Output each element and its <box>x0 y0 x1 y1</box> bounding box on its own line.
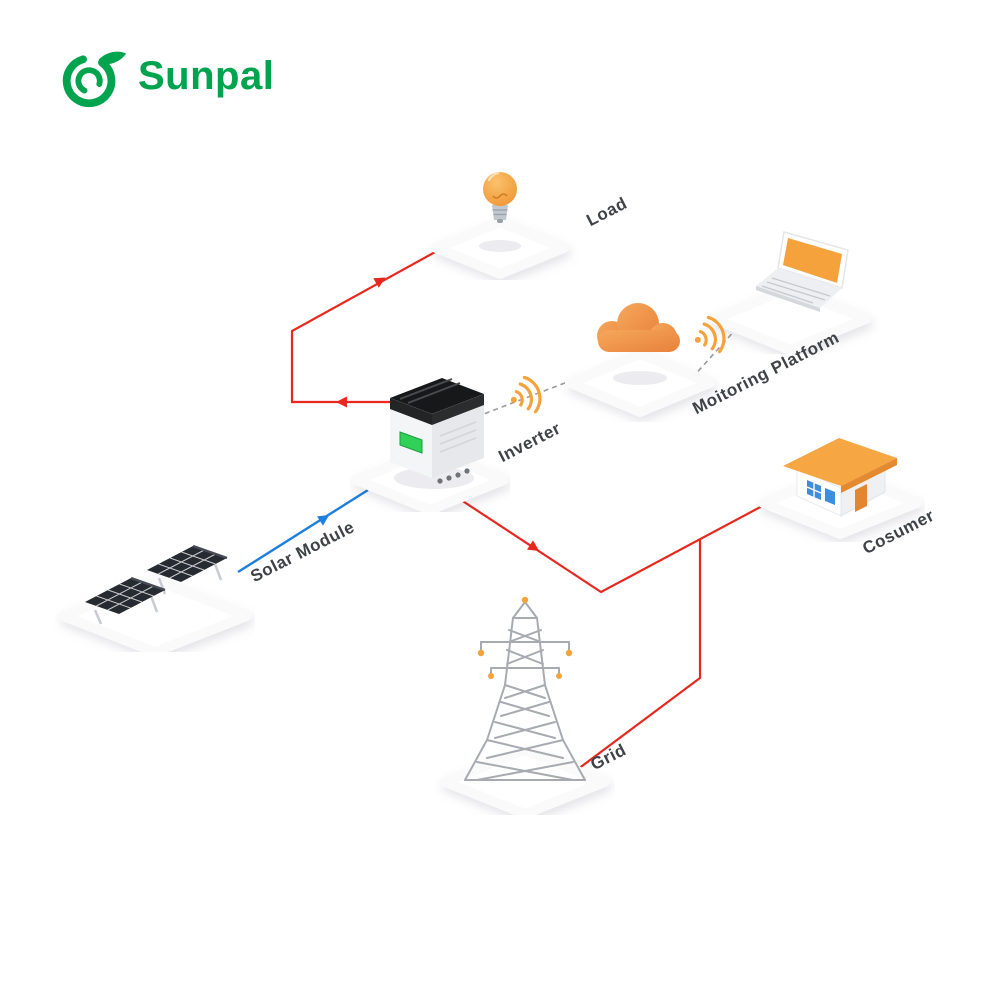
inverter-icon <box>351 378 509 515</box>
brand-logo: Sunpal <box>56 40 274 112</box>
light-bulb-icon <box>431 171 569 279</box>
laptop-icon <box>709 231 871 355</box>
solar-panel-icon <box>58 544 252 657</box>
solar-module-node <box>55 512 255 657</box>
brand-name: Sunpal <box>138 53 275 98</box>
blue-arrowhead <box>317 515 330 526</box>
solar-module-label: Solar Module <box>247 517 358 587</box>
house-icon <box>758 438 922 539</box>
grid-node <box>435 590 615 820</box>
load-node <box>418 158 582 285</box>
monitoring-cloud-node <box>560 292 720 427</box>
transmission-tower-icon <box>440 596 610 819</box>
sunpal-swirl-logo-icon <box>62 51 127 108</box>
monitoring-laptop-node <box>700 222 880 359</box>
cloud-icon <box>565 303 715 417</box>
load-label: Load <box>583 193 631 231</box>
inverter-node <box>350 362 510 517</box>
consumer-node <box>755 392 925 547</box>
